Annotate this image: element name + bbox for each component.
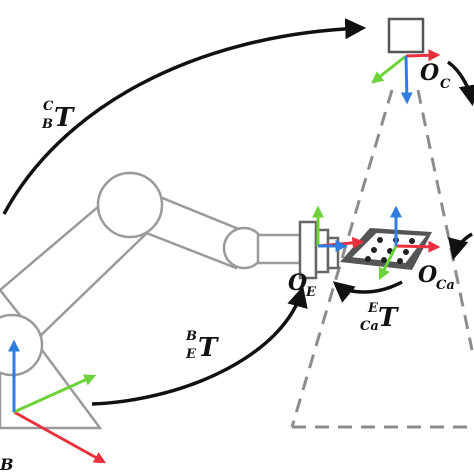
svg-text:E: E [305, 285, 317, 300]
transform-arrows [2, 18, 474, 406]
svg-text:O: O [418, 262, 437, 288]
calibration-axis-x [395, 240, 441, 253]
label-endeffector-frame: O E [288, 270, 317, 300]
camera-frame-axes [371, 49, 441, 105]
svg-text:C: C [440, 77, 451, 92]
base-axis-y [13, 374, 97, 414]
label-transform-endeffector-calibration: E Ca T [360, 301, 399, 334]
svg-text:B: B [41, 117, 53, 132]
robot-base-joint [0, 313, 44, 377]
camera-axis-x [405, 49, 441, 62]
endeffector-frame-axes [312, 205, 365, 252]
label-transform-camera-base: C B T [41, 99, 75, 133]
svg-text:O: O [288, 270, 307, 296]
label-camera-frame: O C [420, 60, 451, 92]
calibration-axis-y [378, 245, 398, 281]
arrow-base-endeffector [91, 285, 308, 406]
svg-text:Ca: Ca [436, 278, 455, 293]
svg-text:B: B [185, 329, 197, 344]
camera-frustum [290, 89, 474, 429]
robot-arm [0, 171, 302, 430]
base-axis-x [13, 410, 107, 464]
label-calibration-frame: O Ca [418, 262, 455, 293]
svg-text:T: T [378, 303, 399, 333]
camera-body [387, 17, 425, 54]
robot-wrist-link [256, 233, 302, 265]
svg-text:E: E [185, 347, 197, 362]
robot-shoulder-joint [96, 171, 164, 239]
svg-text:Ca: Ca [360, 319, 379, 334]
camera-axis-z [400, 55, 413, 105]
svg-text:E: E [367, 301, 379, 316]
arrow-camera-loop [446, 60, 474, 107]
svg-text:C: C [43, 99, 54, 114]
svg-text:T: T [54, 103, 75, 133]
label-base-frame-partial: B [0, 455, 14, 474]
label-transform-base-endeffector: B E T [185, 329, 219, 363]
base-frame-axes [7, 339, 107, 464]
arrow-endeffector-calibration [332, 280, 403, 303]
svg-text:T: T [198, 333, 219, 363]
svg-text:O: O [420, 60, 439, 86]
arrow-calibration-loop [447, 232, 473, 261]
arrow-camera-base [2, 18, 367, 215]
calibration-frame-axes [378, 205, 441, 281]
camera-axis-y [371, 54, 407, 84]
